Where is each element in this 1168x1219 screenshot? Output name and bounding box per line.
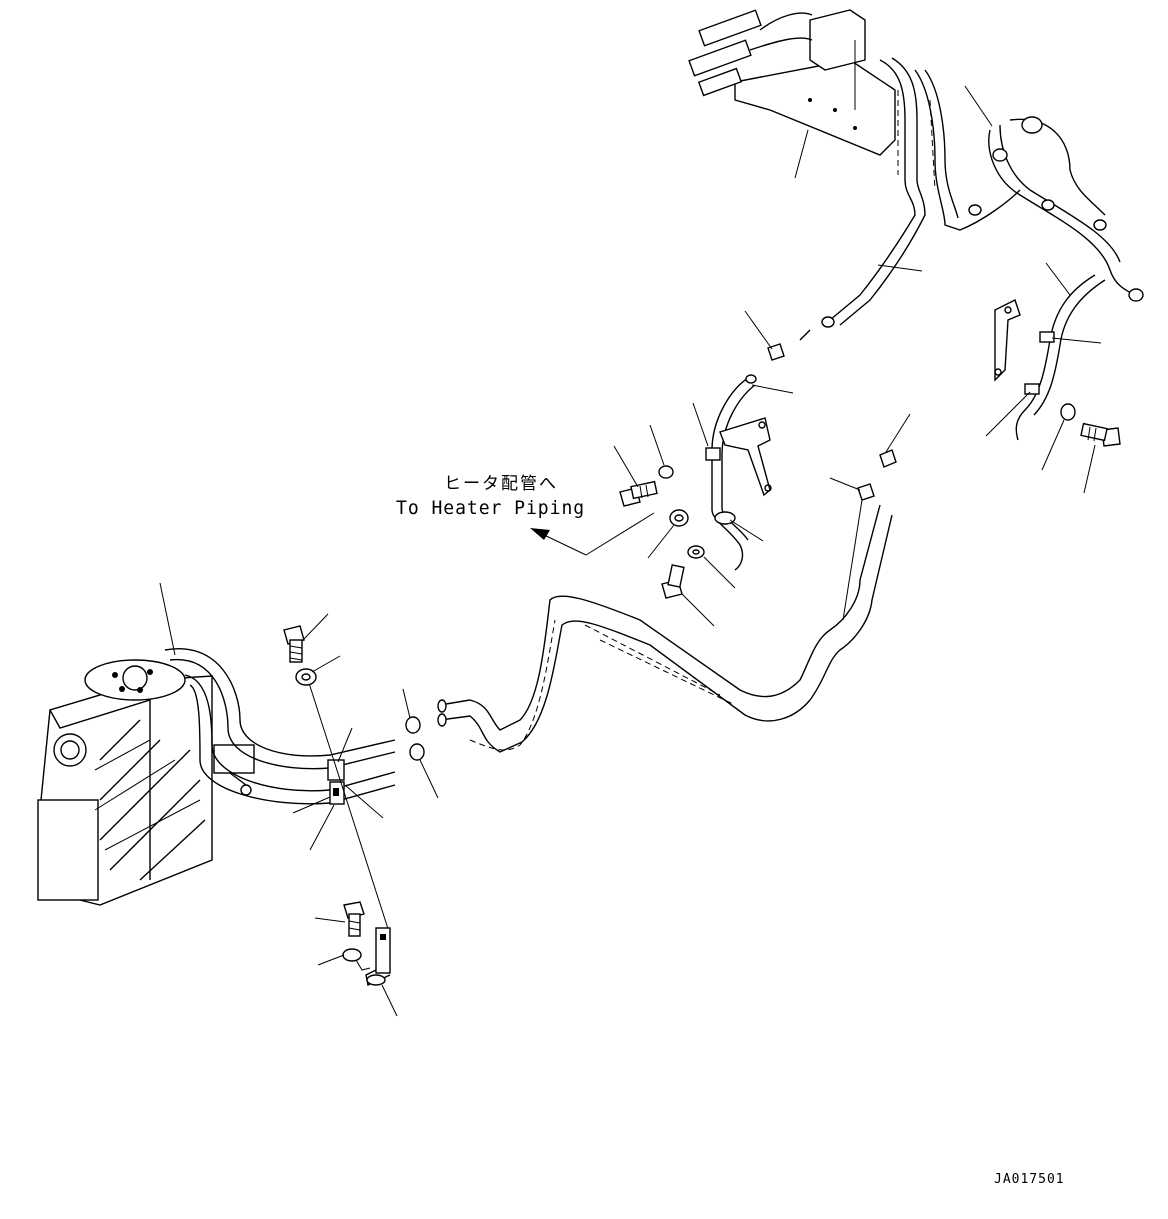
washer-middle-lower (687, 545, 705, 559)
bracket-middle (719, 417, 772, 497)
pipe-end-caps (437, 699, 447, 727)
washer-right (1060, 403, 1076, 421)
plug-right-lower (857, 483, 875, 501)
plug-middle-top (767, 343, 785, 361)
upper-pipe-descending (799, 57, 926, 341)
solenoid-valve (213, 744, 255, 796)
leader-lines (159, 85, 1102, 1017)
plug-right-upper (879, 449, 897, 468)
leader-line (307, 679, 391, 936)
hose-middle (711, 374, 757, 571)
bolt-lower-left (343, 901, 365, 937)
bolt-upper-left (283, 625, 305, 663)
plugs-middle (405, 716, 425, 761)
hoses-lower (164, 648, 396, 805)
bolt-middle-upper (619, 480, 658, 507)
bolt-right (1080, 422, 1121, 447)
heater-piping-label-en: To Heater Piping (396, 497, 586, 519)
upper-pipe-right (914, 69, 1144, 302)
washer-upper-left (295, 668, 317, 686)
clamps-right (1024, 331, 1055, 395)
clip-middle (669, 509, 689, 527)
heater-piping-label-jp: ヒータ配管へ (444, 474, 558, 494)
drawing-id: JA017501 (994, 1172, 1065, 1187)
hose-right (1015, 274, 1106, 441)
upper-component-block (688, 9, 896, 156)
washer-middle-upper (658, 465, 674, 479)
bracket-right (994, 299, 1021, 382)
steel-pipes-main (439, 504, 893, 753)
clamp-middle (705, 447, 736, 525)
nut-lower-left (342, 948, 362, 962)
bolt-middle-lower (661, 564, 685, 599)
bracket-lower (355, 927, 391, 987)
heater-piping-arrow (530, 528, 587, 556)
transmission-housing (37, 659, 213, 906)
